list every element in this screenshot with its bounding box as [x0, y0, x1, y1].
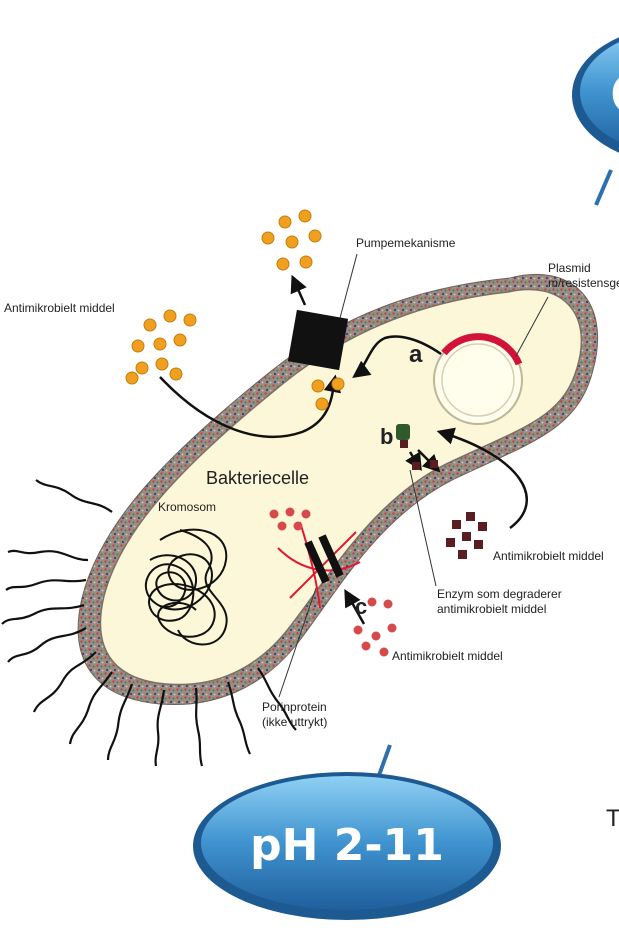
enzyme-label-line1: Enzym som degraderer	[437, 587, 562, 601]
plasmid-label-line1: Plasmid	[548, 261, 591, 275]
drug-label-bottom: Antimikrobielt middel	[392, 649, 503, 663]
drug-label-right: Antimikrobielt middel	[493, 549, 604, 563]
pump-out-arrow	[293, 278, 305, 305]
marker-b: b	[380, 424, 393, 449]
porin-label-line1: Porinprotein	[262, 700, 327, 714]
plasmid-label-line2: m/resistensgen	[548, 276, 619, 290]
drug-label-left: Antimikrobielt middel	[4, 301, 115, 315]
marker-a: a	[409, 341, 423, 368]
top-pointer-line	[596, 170, 611, 205]
bottom-pill-text: pH 2-11	[250, 820, 444, 871]
porin-label-line2: (ikke uttrykt)	[262, 715, 327, 729]
chromosome-label: Kromosom	[158, 500, 216, 514]
drug-molecules-top	[262, 210, 321, 270]
cell-label: Bakteriecelle	[206, 468, 309, 488]
pump-label: Pumpemekanisme	[356, 236, 456, 250]
enzyme-label-line2: antimikrobielt middel	[437, 602, 546, 616]
top-pill: C	[572, 25, 619, 165]
bottom-pointer-line	[378, 745, 390, 778]
pump-box	[288, 310, 348, 370]
bottom-pill: pH 2-11	[193, 772, 501, 920]
marker-c: c	[355, 594, 367, 619]
top-pill-text: C	[610, 63, 619, 126]
drug-molecules-left	[126, 310, 196, 384]
edge-text: T	[606, 805, 619, 832]
plasmid	[434, 336, 522, 424]
